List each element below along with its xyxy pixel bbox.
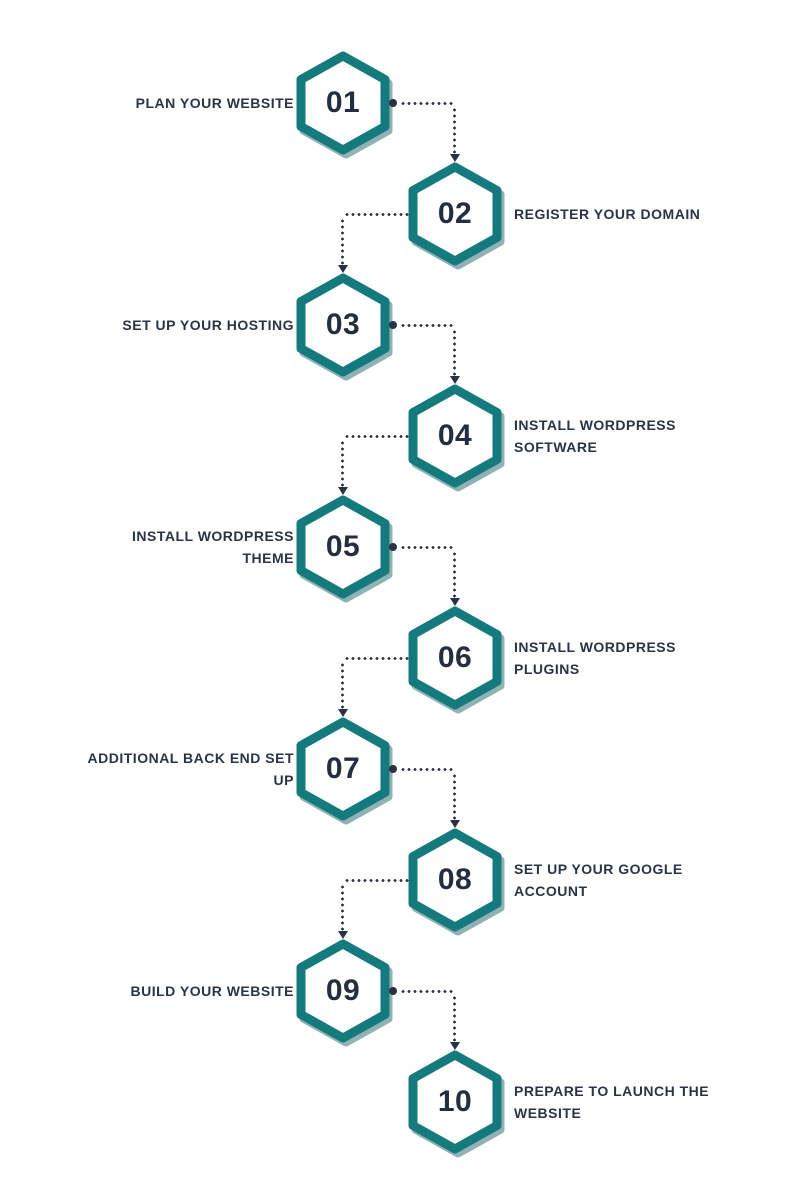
step-number: 09 bbox=[325, 974, 361, 1007]
step-number: 01 bbox=[325, 86, 361, 119]
connector-dotted-line bbox=[344, 657, 412, 660]
connector-dotted-line bbox=[341, 218, 344, 265]
step-label: PREPARE TO LAUNCH THE WEBSITE bbox=[514, 1083, 710, 1121]
arrow-down-icon bbox=[450, 376, 460, 384]
connector-dotted-line bbox=[400, 990, 455, 993]
arrow-down-icon bbox=[338, 487, 348, 495]
hexagon-icon bbox=[408, 606, 502, 710]
hexagon-icon bbox=[408, 828, 502, 932]
arrow-down-icon bbox=[450, 820, 460, 828]
step-label: INSTALL WORDPRESS SOFTWARE bbox=[514, 417, 676, 455]
step-label: ADDITIONAL BACK END SET UP bbox=[87, 750, 294, 788]
hexagon-icon bbox=[408, 384, 502, 488]
connector-dotted-line bbox=[400, 546, 455, 549]
step-label: SET UP YOUR HOSTING bbox=[122, 317, 294, 333]
step-hexagon: 09 bbox=[295, 938, 391, 1044]
connector-dotted-line bbox=[453, 773, 456, 820]
connector-dotted-line bbox=[400, 102, 455, 105]
step-number: 07 bbox=[325, 752, 361, 785]
step-number: 06 bbox=[437, 641, 473, 674]
connector-start-dot bbox=[389, 99, 397, 107]
step-label: PLAN YOUR WEBSITE bbox=[135, 95, 294, 111]
step-number: 08 bbox=[437, 863, 473, 896]
step-label: REGISTER YOUR DOMAIN bbox=[514, 206, 701, 222]
arrow-down-icon bbox=[338, 709, 348, 717]
connector-dotted-line bbox=[344, 435, 412, 438]
hexagon-icon bbox=[296, 939, 390, 1043]
step-hexagon: 08 bbox=[407, 827, 503, 933]
step-number: 02 bbox=[437, 197, 473, 230]
arrow-down-icon bbox=[338, 931, 348, 939]
arrow-down-icon bbox=[450, 154, 460, 162]
hexagon-icon bbox=[296, 273, 390, 377]
connector-dotted-line bbox=[341, 440, 344, 487]
connector-dotted-line bbox=[341, 884, 344, 931]
connector-start-dot bbox=[389, 987, 397, 995]
hexagon-icon bbox=[296, 495, 390, 599]
step-hexagon: 10 bbox=[407, 1049, 503, 1155]
step-hexagon: 02 bbox=[407, 161, 503, 267]
connector-dotted-line bbox=[453, 107, 456, 154]
step-number: 03 bbox=[325, 308, 361, 341]
step-hexagon: 04 bbox=[407, 383, 503, 489]
step-hexagon: 07 bbox=[295, 716, 391, 822]
step-number: 05 bbox=[325, 530, 361, 563]
step-label: INSTALL WORDPRESS THEME bbox=[132, 528, 294, 566]
connector-dotted-line bbox=[344, 213, 412, 216]
connector-start-dot bbox=[389, 321, 397, 329]
connector-dotted-line bbox=[344, 879, 412, 882]
step-hexagon: 06 bbox=[407, 605, 503, 711]
arrow-down-icon bbox=[338, 265, 348, 273]
connector-dotted-line bbox=[341, 662, 344, 709]
step-hexagon: 01 bbox=[295, 50, 391, 156]
connector-dotted-line bbox=[400, 768, 455, 771]
step-label: INSTALL WORDPRESS PLUGINS bbox=[514, 639, 676, 677]
step-label: BUILD YOUR WEBSITE bbox=[130, 983, 294, 999]
hexagon-icon bbox=[296, 51, 390, 155]
hexagon-icon bbox=[296, 717, 390, 821]
step-hexagon: 03 bbox=[295, 272, 391, 378]
step-label: SET UP YOUR GOOGLE ACCOUNT bbox=[514, 861, 683, 899]
step-hexagon: 05 bbox=[295, 494, 391, 600]
step-number: 10 bbox=[437, 1085, 473, 1118]
connector-dotted-line bbox=[400, 324, 455, 327]
hexagon-icon bbox=[408, 1050, 502, 1154]
connector-dotted-line bbox=[453, 329, 456, 376]
arrow-down-icon bbox=[450, 1042, 460, 1050]
connector-dotted-line bbox=[453, 551, 456, 598]
connector-dotted-line bbox=[453, 995, 456, 1042]
hexagon-icon bbox=[408, 162, 502, 266]
arrow-down-icon bbox=[450, 598, 460, 606]
step-number: 04 bbox=[437, 419, 473, 452]
connector-start-dot bbox=[389, 543, 397, 551]
connector-start-dot bbox=[389, 765, 397, 773]
